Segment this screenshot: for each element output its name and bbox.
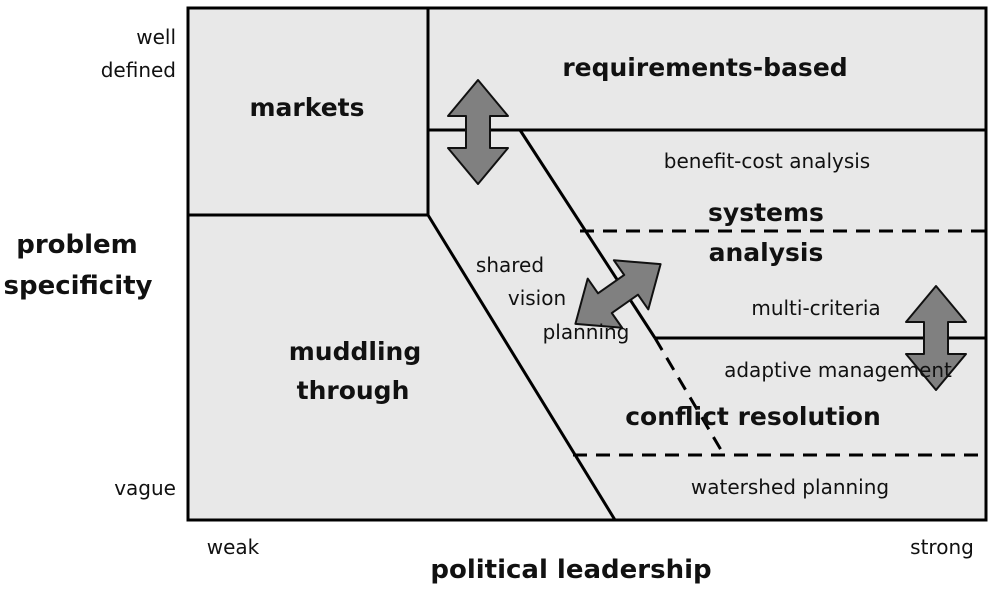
shared-label: shared <box>476 253 544 277</box>
multi-criteria-label: multi-criteria <box>751 296 880 320</box>
conflict-resolution-label: conflict resolution <box>625 402 881 431</box>
adaptive-management-label: adaptive management <box>724 358 952 382</box>
watershed-planning-label: watershed planning <box>691 475 889 499</box>
multi-criteria-adaptive-arrow-icon <box>905 285 967 391</box>
through-label: through <box>297 376 410 405</box>
planning-label: planning <box>543 320 630 344</box>
x-left-label: weak <box>207 535 260 559</box>
markets-label: markets <box>250 93 365 122</box>
y-axis-title-line2: specificity <box>3 271 152 301</box>
muddling-diagonal-divider <box>426 214 617 521</box>
diagram-panel <box>186 6 988 522</box>
x-right-label: strong <box>910 535 974 559</box>
muddling-label: muddling <box>289 337 421 366</box>
systems-diagonal-divider <box>518 129 657 339</box>
requirements-based-label: requirements-based <box>562 53 847 82</box>
systems-label: systems <box>708 198 824 227</box>
benefit-cost-analysis-label: benefit-cost analysis <box>664 149 870 173</box>
markets-requirements-arrow-icon <box>447 79 509 185</box>
analysis-label: analysis <box>709 238 824 267</box>
y-top-label-line1: well <box>136 25 176 49</box>
y-axis-title-line1: problem <box>16 230 138 260</box>
y-bottom-label: vague <box>114 476 176 500</box>
vision-label: vision <box>508 286 566 310</box>
y-top-label-line2: defined <box>101 58 176 82</box>
shared-vision-systems-arrow-icon <box>574 259 662 329</box>
x-axis-title: political leadership <box>430 555 711 585</box>
